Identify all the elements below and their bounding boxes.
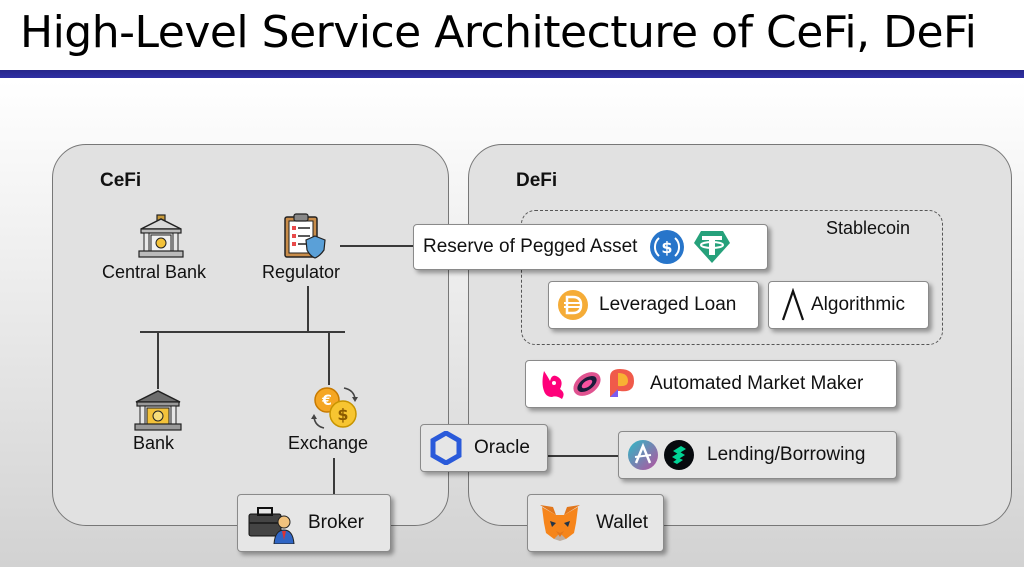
oracle-lending-line (546, 455, 620, 457)
regulator-label: Regulator (262, 262, 341, 282)
exchange-icon: € $ (310, 382, 362, 432)
oracle-label: Oracle (474, 437, 530, 458)
lending-label: Lending/Borrowing (707, 444, 866, 465)
regulator-reserve-line (340, 245, 414, 247)
cefi-panel (52, 144, 449, 526)
lambda-icon (777, 288, 809, 322)
wallet-label: Wallet (596, 512, 649, 533)
sushiswap-icon (570, 367, 604, 401)
leveraged-loan-box[interactable]: Leveraged Loan (548, 281, 759, 329)
stablecoin-label: Stablecoin (826, 218, 911, 238)
broker-icon (246, 502, 296, 544)
cefi-title: CeFi (100, 170, 142, 191)
aave-icon (627, 439, 659, 471)
broker-box[interactable]: Broker (237, 494, 391, 552)
bank-icon (133, 388, 183, 432)
central-bank-icon (137, 213, 185, 259)
dai-icon (557, 289, 589, 321)
exchange-stem (328, 331, 330, 385)
reserve-box[interactable]: Reserve of Pegged Asset $ (413, 224, 768, 270)
reserve-label: Reserve of Pegged Asset (423, 236, 638, 257)
title-rule (0, 70, 1024, 78)
defi-title: DeFi (516, 170, 558, 191)
exchange-label: Exchange (288, 433, 369, 453)
metamask-icon (538, 503, 582, 543)
oracle-box[interactable]: Oracle (420, 424, 548, 472)
svg-text:$: $ (337, 405, 348, 424)
pancakeswap-icon (606, 367, 638, 401)
regulator-icon (282, 212, 328, 260)
leveraged-loan-label: Leveraged Loan (599, 294, 737, 315)
amm-box[interactable]: Automated Market Maker (525, 360, 897, 408)
regulator-stem (307, 286, 309, 332)
svg-text:€: € (321, 393, 332, 409)
algorithmic-label: Algorithmic (811, 294, 905, 315)
usdc-icon: $ (649, 229, 685, 265)
stablecoin-group (521, 210, 943, 345)
algorithmic-box[interactable]: Algorithmic (768, 281, 929, 329)
central-bank-label: Central Bank (102, 262, 207, 282)
bank-label: Bank (133, 433, 175, 453)
compound-icon (663, 439, 695, 471)
chainlink-icon (430, 431, 462, 465)
tree-bar (140, 331, 345, 333)
page-title: High-Level Service Architecture of CeFi,… (20, 7, 977, 58)
exchange-broker-line (333, 458, 335, 495)
svg-text:$: $ (662, 238, 673, 257)
wallet-box[interactable]: Wallet (527, 494, 664, 552)
amm-label: Automated Market Maker (650, 373, 864, 394)
uniswap-icon (538, 367, 568, 401)
lending-box[interactable]: Lending/Borrowing (618, 431, 897, 479)
broker-label: Broker (308, 512, 364, 533)
tether-icon (693, 229, 731, 265)
bank-stem (157, 331, 159, 389)
